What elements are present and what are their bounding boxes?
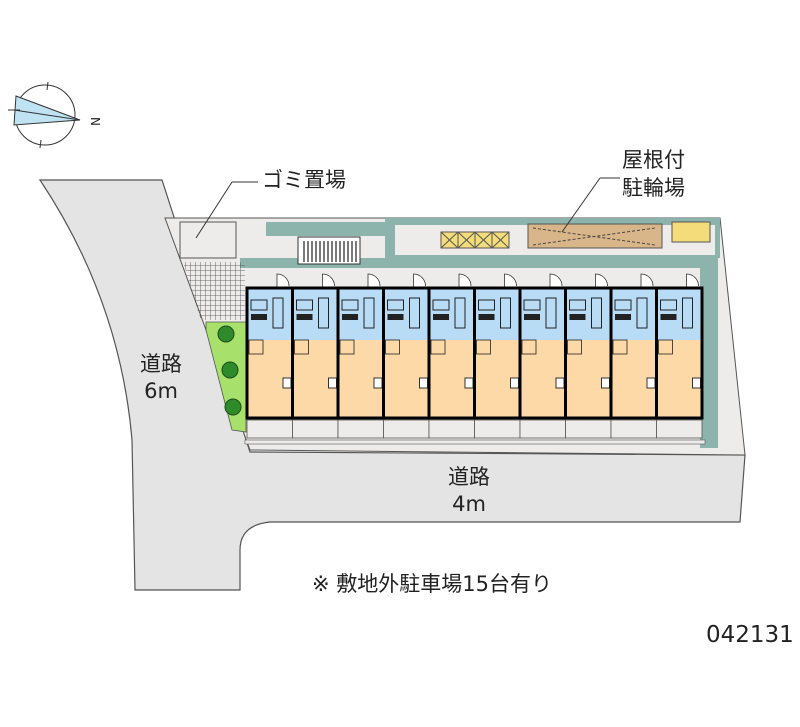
door-icon	[367, 273, 381, 288]
balcony	[383, 419, 430, 439]
window-icon	[601, 377, 610, 389]
door-icon	[686, 273, 699, 288]
window-icon	[373, 377, 383, 389]
window-icon	[692, 377, 701, 389]
garbage-station	[179, 221, 237, 259]
balcony	[610, 419, 657, 439]
apartment-unit	[473, 273, 522, 439]
apartment-unit	[291, 273, 340, 439]
window-icon	[555, 377, 565, 389]
door-icon	[276, 273, 290, 288]
north-label: N	[88, 117, 102, 126]
apartment-unit	[518, 273, 567, 439]
apartment-unit	[564, 273, 613, 439]
balcony	[292, 419, 339, 439]
balcony	[337, 419, 384, 439]
window-icon	[510, 377, 519, 389]
apartment-unit	[382, 273, 431, 439]
bicycle-parking-boxes	[440, 231, 510, 249]
balcony	[656, 419, 703, 439]
balcony	[428, 419, 475, 439]
balcony	[246, 419, 293, 439]
compass-icon: N	[8, 81, 102, 149]
window-icon	[419, 377, 428, 389]
window-icon	[328, 377, 337, 389]
apartment-unit	[336, 273, 385, 439]
window-icon	[646, 377, 656, 389]
balcony	[474, 419, 521, 439]
paved-area	[183, 262, 245, 320]
door-icon	[640, 273, 654, 288]
door-icon	[504, 273, 517, 288]
west-road-name: 道路	[140, 352, 182, 376]
bike-shed-label-2: 駐輪場	[622, 176, 685, 200]
balcony	[519, 419, 566, 439]
south-road-width: 4m	[452, 492, 486, 516]
bike-shed-label-1: 屋根付	[622, 148, 685, 172]
staircase	[297, 236, 361, 265]
south-road-name: 道路	[448, 465, 490, 489]
west-road-width: 6m	[144, 379, 178, 403]
property-code: 042131	[706, 622, 794, 648]
apartment-unit	[655, 273, 704, 439]
road-area	[38, 179, 746, 591]
door-icon	[549, 273, 563, 288]
parking-note: ※ 敷地外駐車場15台有り	[312, 572, 552, 596]
apartment-unit	[427, 273, 476, 439]
door-icon	[322, 273, 335, 288]
door-icon	[458, 273, 472, 288]
apartment-building	[245, 273, 704, 439]
tree-icons	[217, 325, 242, 416]
garbage-label: ゴミ置場	[262, 168, 346, 192]
door-icon	[595, 273, 608, 288]
garbage-leader-line	[195, 181, 233, 239]
balcony	[565, 419, 612, 439]
apartment-unit	[609, 273, 658, 439]
window-icon	[282, 377, 292, 389]
small-storage	[671, 221, 711, 243]
apartment-unit	[245, 273, 294, 439]
door-icon	[413, 273, 426, 288]
bike-leader-line	[561, 177, 601, 233]
window-icon	[464, 377, 474, 389]
